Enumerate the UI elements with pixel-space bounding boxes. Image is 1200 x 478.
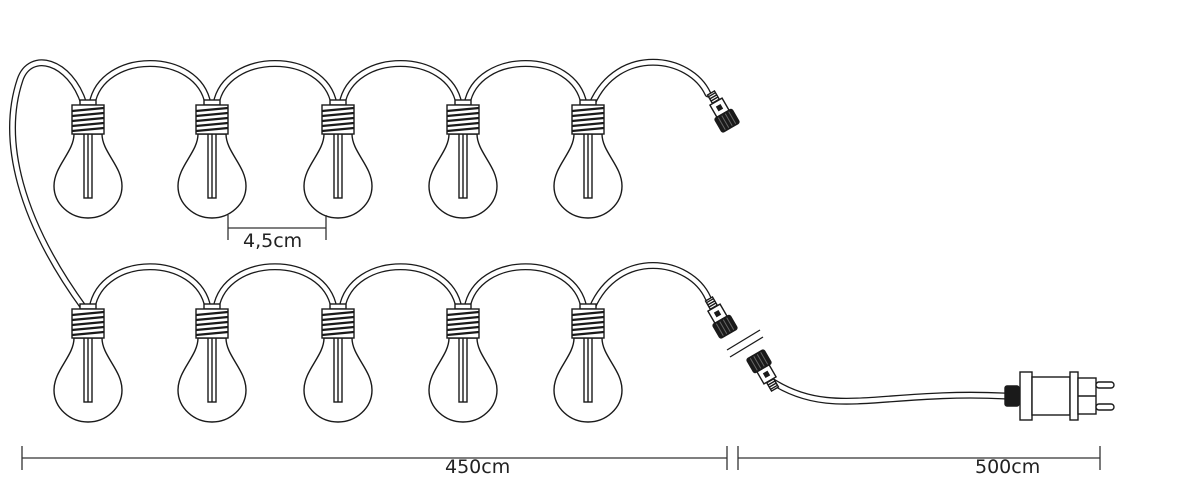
cable [588, 262, 712, 312]
bulb [303, 99, 373, 219]
end-connector [706, 89, 740, 133]
lead-cable-length-label: 500cm [975, 456, 1041, 478]
dimension-lines [21, 215, 1101, 470]
bulb-neck [203, 99, 221, 106]
bulb-neck [454, 99, 472, 106]
bulb-neck [79, 99, 97, 106]
bulb [53, 303, 123, 423]
bulb-neck [329, 99, 347, 106]
male-connector [704, 295, 738, 339]
cable [88, 263, 212, 312]
plug-strain-relief [1004, 385, 1020, 407]
bulb-neck [203, 303, 221, 310]
female-connector [746, 349, 780, 393]
power-plug [1004, 371, 1115, 421]
cable [588, 58, 712, 108]
bulb [53, 99, 123, 219]
bulb [177, 99, 247, 219]
cable [463, 263, 588, 312]
bulb-neck [329, 303, 347, 310]
cables [9, 58, 1009, 405]
bulb [428, 99, 498, 219]
separator-line [726, 329, 761, 351]
cable [212, 60, 338, 108]
bulb-neck [454, 303, 472, 310]
bulb [553, 303, 623, 423]
bulb-spacing-label: 4,5cm [243, 230, 303, 252]
cable [88, 60, 212, 108]
bulb [303, 303, 373, 423]
cable [338, 60, 463, 108]
cable [463, 60, 588, 108]
string-length-label: 450cm [445, 456, 511, 478]
cable [338, 263, 463, 312]
plug-pin [1095, 403, 1115, 411]
bulb [177, 303, 247, 423]
bulb-neck [579, 303, 597, 310]
plug-pin [1095, 381, 1115, 389]
bulbs [53, 99, 623, 423]
bulb [553, 99, 623, 219]
bulb-neck [79, 303, 97, 310]
cable [212, 263, 338, 312]
bulb-neck [579, 99, 597, 106]
bulb [428, 303, 498, 423]
connectors-and-plug [704, 89, 1115, 421]
